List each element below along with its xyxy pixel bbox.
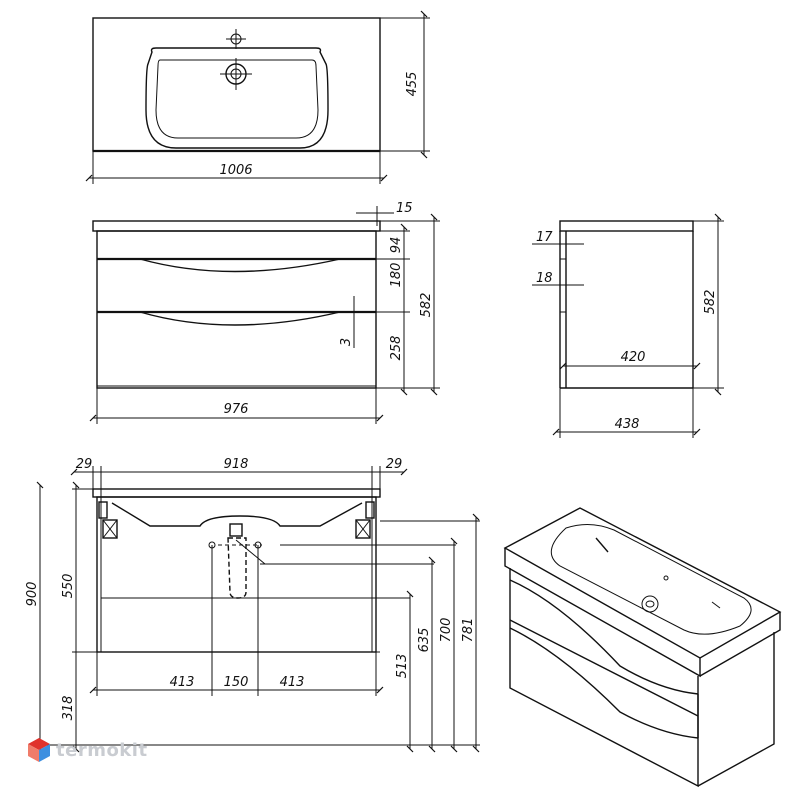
front-view: 94 180 258 582 15 3 976 xyxy=(89,201,440,424)
mount-550-label: 550 xyxy=(61,574,76,599)
side-17-label: 17 xyxy=(536,230,553,245)
h-700-label: 700 xyxy=(439,618,454,643)
isometric-view xyxy=(503,507,782,788)
gap-3-label: 3 xyxy=(339,338,354,346)
rear-view: 413 150 413 29 918 29 900 550 318 513 63… xyxy=(25,457,480,753)
bracket-left-icon xyxy=(102,519,118,539)
drawer-upper-label: 180 xyxy=(389,263,404,288)
side-height-label: 582 xyxy=(703,290,718,315)
top-width-label: 1006 xyxy=(219,163,252,178)
siphon-icon xyxy=(208,523,266,599)
countertop-thickness-label: 15 xyxy=(396,201,413,216)
top-depth-label: 455 xyxy=(405,72,420,97)
side-outer-depth-label: 438 xyxy=(615,417,640,432)
side-18-label: 18 xyxy=(536,271,553,286)
body-width-label: 976 xyxy=(224,402,249,417)
bracket-right-icon xyxy=(355,519,371,539)
front-height-label: 582 xyxy=(419,293,434,318)
brand-name: termokit xyxy=(56,739,148,761)
side-view: 17 18 420 438 582 xyxy=(532,213,724,438)
h-635-label: 635 xyxy=(417,628,432,653)
cube-logo-icon xyxy=(28,738,50,762)
gap-94-label: 94 xyxy=(389,237,404,254)
seg-mid-label: 150 xyxy=(224,675,249,690)
drain-icon xyxy=(220,58,252,90)
inner-width-label: 918 xyxy=(224,457,249,472)
seg-left-label: 413 xyxy=(170,675,195,690)
h-781-label: 781 xyxy=(461,618,476,643)
drawer-lower-label: 258 xyxy=(389,336,404,361)
seg-right-label: 413 xyxy=(280,675,305,690)
right-margin-label: 29 xyxy=(386,457,403,472)
floor-318-label: 318 xyxy=(61,696,76,721)
side-inner-depth-label: 420 xyxy=(621,350,646,365)
faucet-hole-icon xyxy=(226,29,246,49)
brand-logo: termokit xyxy=(26,736,148,764)
left-margin-label: 29 xyxy=(76,457,93,472)
total-height-label: 900 xyxy=(25,582,40,607)
h-513-label: 513 xyxy=(395,654,410,679)
top-view: 1006 455 xyxy=(85,10,430,184)
